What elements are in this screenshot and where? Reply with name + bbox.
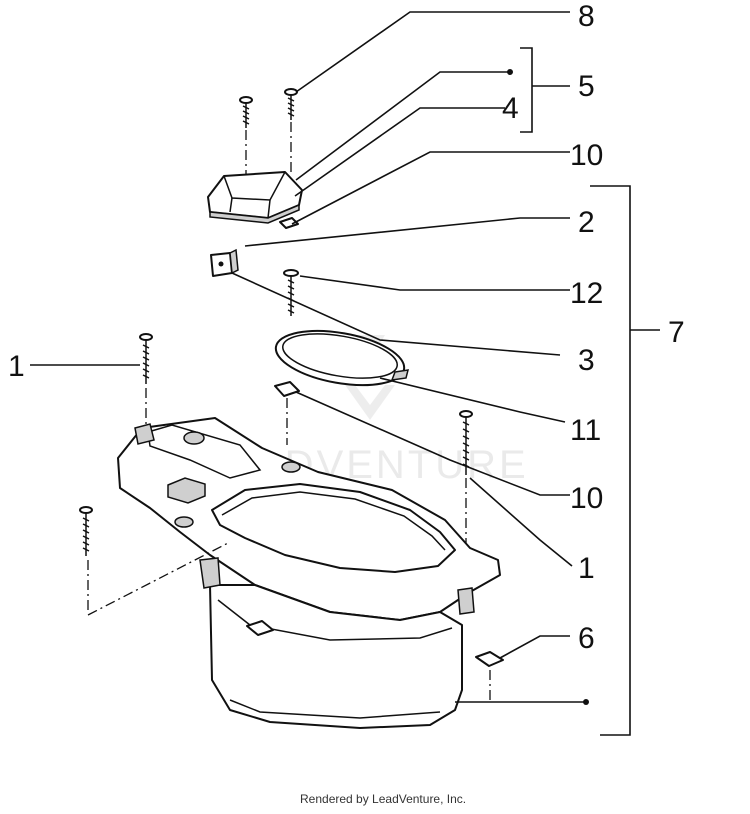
callout-2: 2 (578, 206, 595, 239)
callout-12: 12 (570, 277, 603, 310)
callout-7: 7 (668, 316, 685, 349)
nut-lower (274, 381, 300, 397)
callout-3: 3 (578, 344, 595, 377)
part-oval-lid (274, 329, 410, 387)
callout-5: 5 (578, 70, 595, 103)
callout-10-upper: 10 (570, 139, 603, 172)
part-cover-box (207, 171, 303, 224)
screw-left-upper (139, 333, 153, 432)
callout-1-right: 1 (578, 552, 595, 585)
callout-10-lower: 10 (570, 482, 603, 515)
callout-4: 4 (502, 92, 519, 125)
callout-1-left: 1 (8, 350, 25, 383)
callout-6: 6 (578, 622, 595, 655)
screw-top-right (284, 88, 298, 172)
nut-upper (279, 217, 299, 229)
callouts: 8 5 4 10 2 12 7 1 3 11 10 1 6 (8, 0, 685, 655)
callout-11: 11 (570, 414, 601, 447)
watermark-logo (345, 335, 395, 420)
screw-top-left (239, 96, 253, 175)
footer-credit: Rendered by LeadVenture, Inc. (300, 792, 466, 806)
leader-lines (30, 11, 660, 736)
clip-nut-left (246, 620, 274, 636)
part-storage-bin (117, 417, 501, 729)
clip-nut (475, 651, 504, 667)
screw-left-lower (79, 506, 93, 612)
callout-8: 8 (578, 0, 595, 33)
screw-middle (283, 269, 299, 316)
part-small-block (210, 248, 239, 277)
